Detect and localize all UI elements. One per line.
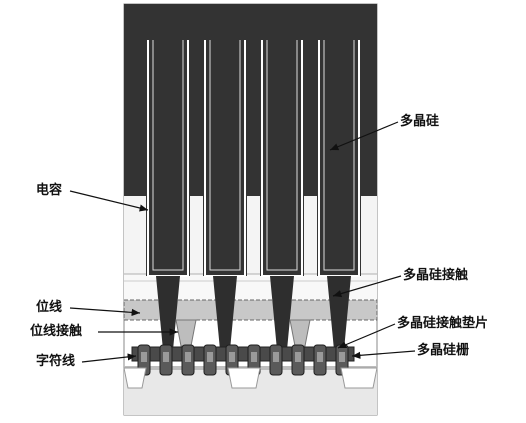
label-poly-contact-pad: 多晶硅接触垫片 bbox=[397, 316, 489, 331]
label-poly-gate: 多晶硅栅 bbox=[417, 343, 470, 358]
poly-contact-pad bbox=[339, 352, 345, 362]
poly-contact bbox=[213, 276, 237, 350]
isolation-trench bbox=[123, 367, 147, 389]
label-polysilicon: 多晶硅 bbox=[400, 114, 440, 129]
poly-contact-pad bbox=[141, 352, 147, 362]
isolation-trench bbox=[340, 367, 378, 389]
poly-contact-pad bbox=[295, 352, 301, 362]
isolation-trench bbox=[227, 367, 261, 389]
label-capacitor: 电容 bbox=[36, 183, 63, 198]
poly-contact-pad bbox=[163, 352, 169, 362]
poly-contact-pad bbox=[185, 352, 191, 362]
poly-contact-pad bbox=[251, 352, 257, 362]
capacitor-inner-outline bbox=[209, 40, 241, 271]
capacitor-inner-outline bbox=[152, 40, 184, 271]
poly-contact-pad bbox=[273, 352, 279, 362]
poly-contact-pad bbox=[317, 352, 323, 362]
label-bit-line: 位线 bbox=[36, 300, 63, 315]
bit-line-contact bbox=[289, 319, 311, 347]
label-word-line: 字符线 bbox=[36, 354, 76, 369]
polysilicon-upper-region bbox=[124, 4, 377, 196]
label-poly-contact: 多晶硅接触 bbox=[403, 268, 469, 283]
poly-contact-pad bbox=[229, 352, 235, 362]
capacitor-inner-outline bbox=[266, 40, 298, 271]
poly-contact bbox=[270, 276, 294, 350]
capacitor-inner-outline bbox=[323, 40, 355, 271]
poly-contact-pad bbox=[207, 352, 213, 362]
label-bit-line-contact: 位线接触 bbox=[30, 324, 83, 339]
